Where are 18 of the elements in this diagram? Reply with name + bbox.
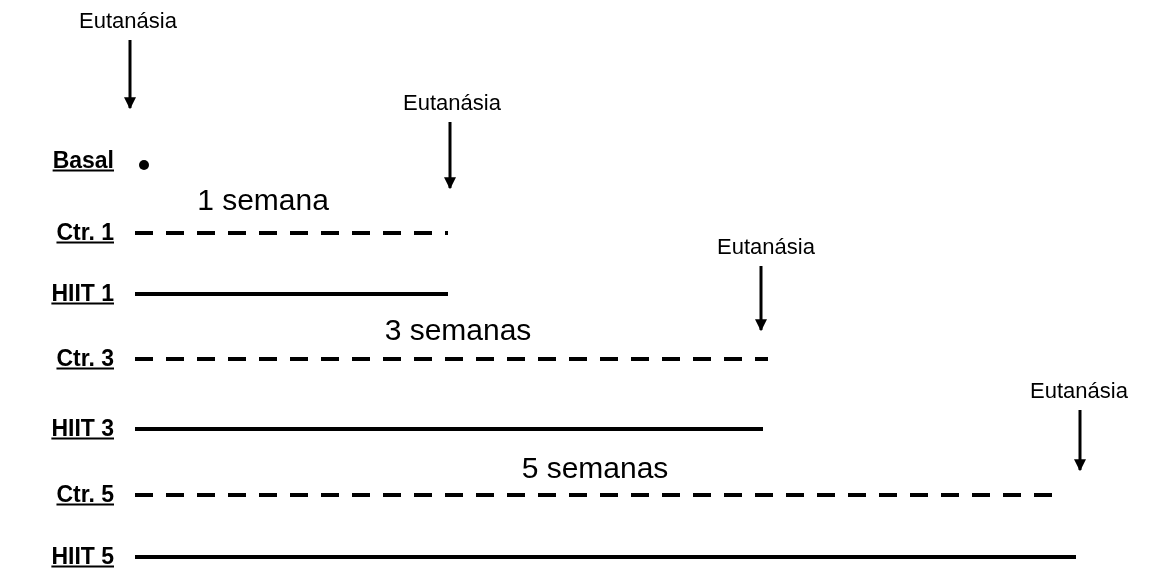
event-label: Eutanásia bbox=[79, 8, 177, 34]
arrow bbox=[124, 40, 136, 110]
duration-label: 3 semanas bbox=[384, 313, 532, 347]
arrow bbox=[444, 122, 456, 190]
event-label: Eutanásia bbox=[403, 90, 501, 116]
group-label: HIIT 1 bbox=[51, 279, 114, 307]
group-label: Ctr. 5 bbox=[56, 480, 114, 508]
group-label: Ctr. 3 bbox=[56, 344, 114, 372]
group-label: Ctr. 1 bbox=[56, 218, 114, 246]
duration-label: 5 semanas bbox=[521, 451, 669, 485]
arrow bbox=[755, 266, 767, 332]
event-label: Eutanásia bbox=[1030, 378, 1128, 404]
group-label: Basal bbox=[52, 146, 114, 174]
arrow bbox=[1074, 410, 1086, 472]
event-label: Eutanásia bbox=[717, 234, 815, 260]
group-label: HIIT 3 bbox=[51, 414, 114, 442]
group-label: HIIT 5 bbox=[51, 542, 114, 570]
duration-label: 1 semana bbox=[197, 183, 329, 217]
